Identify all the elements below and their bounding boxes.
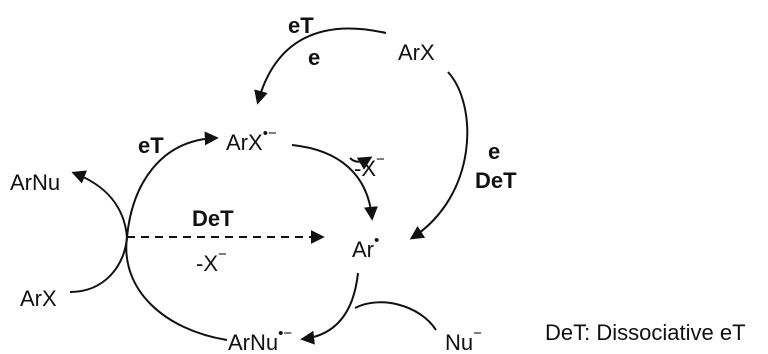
et-left-label: eT — [138, 133, 164, 158]
et-top-label: eT — [288, 13, 314, 38]
nucleophile-label: Nu− — [445, 325, 482, 354]
loss-x-mid-charge: − — [218, 246, 227, 263]
legend-label: DeT: Dissociative eT — [545, 320, 746, 345]
radical-anion-base: ArX — [226, 130, 263, 155]
nucleophile-base: Nu — [445, 330, 473, 354]
loss-x-mid-label: -X− — [196, 246, 227, 276]
arrow-to-arnu — [71, 170, 128, 238]
nucleophile-charge: − — [473, 325, 482, 342]
aryl-radical-dot: • — [374, 232, 379, 249]
e-top-label: e — [308, 45, 320, 70]
nu-minus-attack-arrow — [354, 301, 437, 331]
radical-anion-charge: •− — [263, 125, 277, 142]
det-arrow-arx-to-aryl-radical — [409, 71, 469, 240]
det-right-label: DeT — [475, 168, 517, 193]
product-radical-anion-label: ArNu•− — [228, 325, 292, 354]
arrow-from-arx-bottom — [69, 236, 128, 293]
dissociation-arrow-radical-anion-to-aryl-radical — [291, 144, 378, 221]
loss-x-mid-prefix: -X — [196, 251, 218, 276]
loss-x-top-label: -X− — [354, 151, 385, 181]
arnu-left-label: ArNu — [10, 170, 60, 195]
e-right-label: e — [488, 139, 500, 164]
aryl-radical-label: Ar• — [352, 232, 379, 262]
arx-top-label: ArX — [398, 40, 435, 65]
product-radical-anion-charge: •− — [278, 325, 292, 342]
loss-x-top-charge: − — [376, 151, 385, 168]
et-arrow-arx-to-radical-anion — [254, 27, 387, 105]
coupling-arrow-aryl-radical-to-arnu-radical-anion — [300, 272, 359, 345]
det-mid-label: DeT — [192, 206, 234, 231]
x-minus-release-arrow — [349, 156, 373, 170]
product-radical-anion-base: ArNu — [228, 330, 278, 354]
et-arrow-chain-to-radical-anion — [126, 131, 219, 238]
loss-x-top-prefix: -X — [354, 156, 376, 181]
arrow-return-from-arnu-radical-anion — [125, 236, 228, 341]
radical-anion-label: ArX•− — [226, 125, 277, 155]
arx-bottom-label: ArX — [20, 286, 57, 311]
aryl-radical-base: Ar — [352, 237, 374, 262]
